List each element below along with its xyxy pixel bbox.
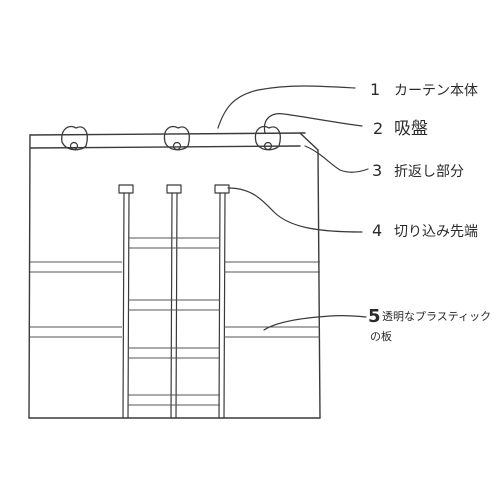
suction-cup-icon [163,125,190,151]
label-number: 2 [373,119,383,138]
label-number: 4 [372,221,382,240]
cut-slit [214,184,230,419]
label-number: 1 [370,80,380,99]
label-number: 5 [368,306,381,327]
label-text: 透明なプラスティック [382,310,491,323]
fold-corner [299,132,319,151]
suction-cup-icon [61,125,88,151]
label-text: カーテン本体 [394,83,478,99]
label-text: 吸盤 [394,119,428,139]
leader-line-1 [217,85,356,129]
fold-line [29,145,301,149]
label-text: 切り込み先端 [394,224,478,240]
suction-cups [61,125,281,151]
label-text-line-2: の板 [370,329,392,343]
cut-slits [118,184,230,419]
leader-line-3 [304,145,369,173]
curtain-body [28,132,321,419]
leader-line-5 [263,314,367,331]
leader-line-4 [227,187,363,233]
plastic-plates [30,237,320,406]
label-4: 4 切り込み先端 [372,221,478,240]
label-5: 5 透明なプラスティック の板 [368,306,491,343]
curtain-right-edge [317,149,321,419]
cut-slit [118,184,134,419]
label-text: 折返し部分 [394,164,464,180]
leader-lines [217,85,369,331]
label-2: 2 吸盤 [373,119,428,139]
suction-cup-icon [254,125,281,151]
curtain-left-edge [28,134,31,419]
label-3: 3 折返し部分 [372,161,464,180]
curtain-top-edge [29,132,306,136]
leader-line-2 [263,113,363,134]
label-number: 3 [372,161,382,180]
label-1: 1 カーテン本体 [370,80,478,99]
cut-slit [166,184,182,419]
